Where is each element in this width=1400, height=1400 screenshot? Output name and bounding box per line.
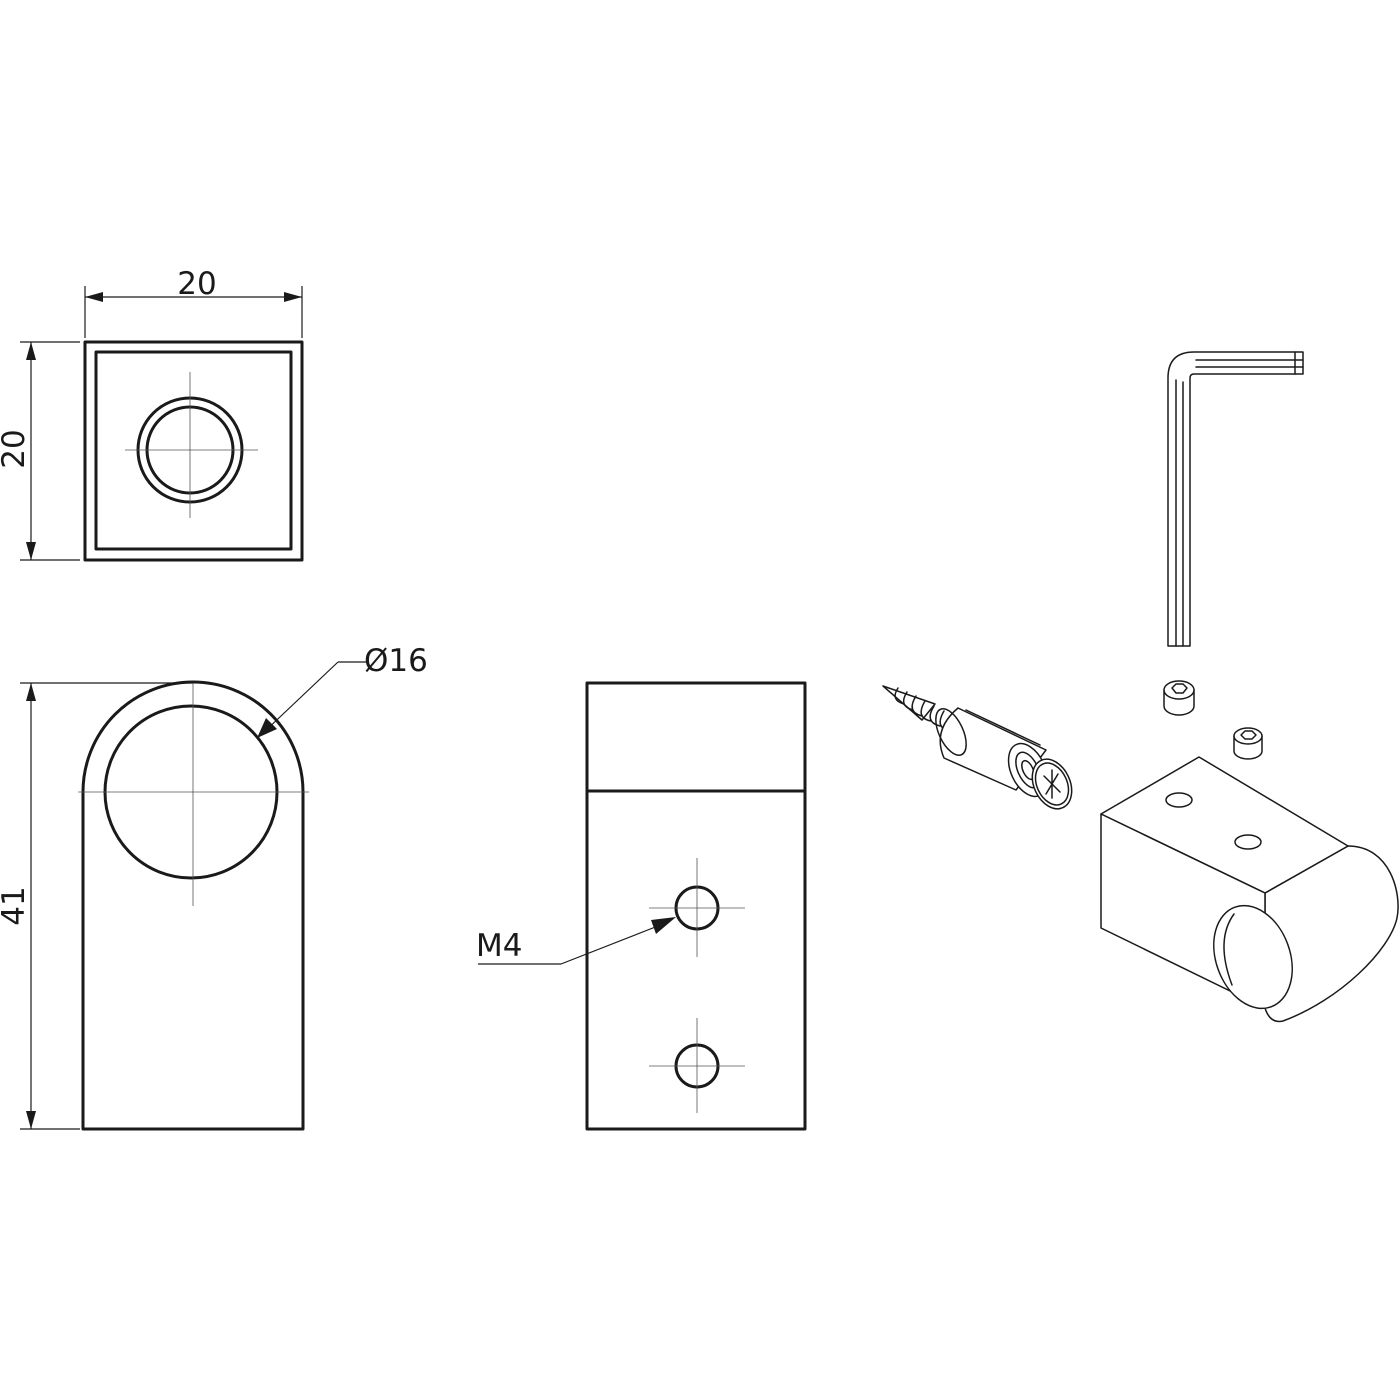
dimension-bore-diameter-label: Ø16 — [364, 643, 428, 679]
hex-key-icon — [1167, 351, 1304, 647]
screw-and-wall-plug-icon — [882, 685, 1073, 810]
front-view — [78, 680, 309, 1131]
bracket-isometric-icon — [1100, 756, 1399, 1023]
dimension-top-height-label: 20 — [0, 429, 32, 468]
dimension-front-height: 41 — [0, 682, 193, 1130]
grub-screw-1-icon — [1163, 680, 1195, 716]
top-view — [83, 340, 304, 562]
dimension-top-width-label: 20 — [177, 266, 216, 302]
dimension-front-height-label: 41 — [0, 886, 32, 925]
dimension-bore-diameter: Ø16 — [257, 643, 428, 738]
grub-screw-2-icon — [1233, 727, 1263, 760]
side-view — [585, 681, 807, 1131]
dimension-top-width: 20 — [84, 266, 303, 338]
dimension-top-height: 20 — [0, 341, 80, 561]
dimension-thread: M4 — [476, 917, 676, 965]
dimension-thread-label: M4 — [476, 928, 522, 964]
